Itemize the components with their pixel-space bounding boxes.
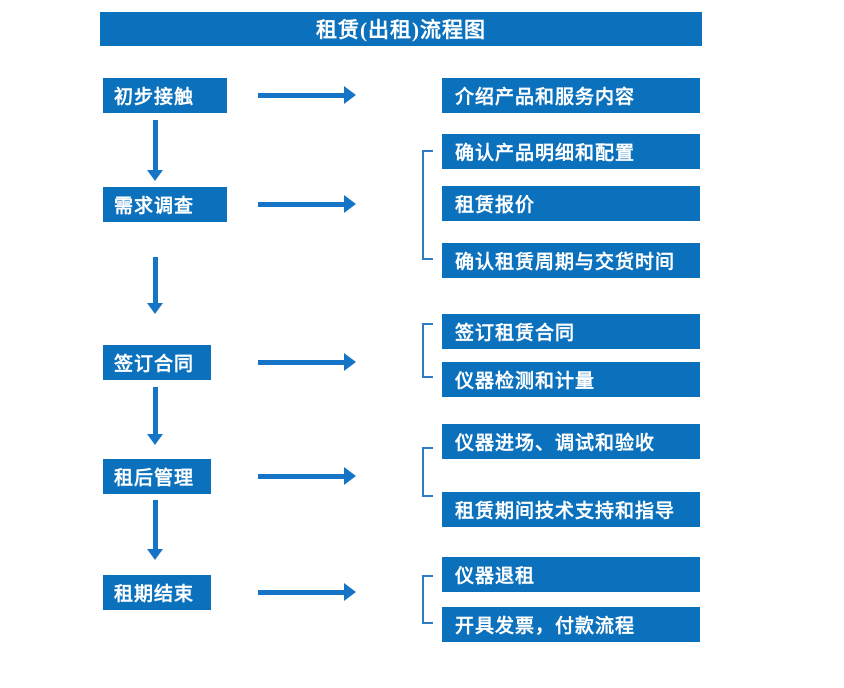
down-arrow-icon [147,257,163,314]
output-box-intro-products: 介绍产品和服务内容 [442,78,700,113]
title-bar: 租赁(出租)流程图 [100,12,702,46]
down-arrow-icon [147,500,163,560]
output-box-invoice-payment: 开具发票，付款流程 [442,607,700,642]
output-box-sign-rental-contract: 签订租赁合同 [442,314,700,349]
right-arrow-icon [258,353,356,371]
group-bracket [422,150,433,260]
output-box-confirm-details: 确认产品明细和配置 [442,134,700,169]
step-box-post-rental-mgmt: 租后管理 [103,459,211,494]
output-box-confirm-period: 确认租赁周期与交货时间 [442,243,700,278]
output-box-instrument-return: 仪器退租 [442,557,700,592]
step-box-sign-contract: 签订合同 [103,345,211,380]
right-arrow-icon [258,86,356,104]
right-arrow-icon [258,583,356,601]
output-box-rental-quote: 租赁报价 [442,186,700,221]
group-bracket [422,575,433,624]
group-bracket [422,447,433,497]
step-box-initial-contact: 初步接触 [103,78,227,113]
output-box-instrument-testing: 仪器检测和计量 [442,362,700,397]
right-arrow-icon [258,467,356,485]
output-box-tech-support: 租赁期间技术支持和指导 [442,492,700,527]
page-title: 租赁(出租)流程图 [316,18,486,42]
down-arrow-icon [147,120,163,181]
output-box-instrument-setup: 仪器进场、调试和验收 [442,424,700,459]
right-arrow-icon [258,195,356,213]
step-box-demand-survey: 需求调查 [103,187,227,222]
down-arrow-icon [147,387,163,445]
group-bracket [422,323,433,378]
step-box-rental-end: 租期结束 [103,575,211,610]
